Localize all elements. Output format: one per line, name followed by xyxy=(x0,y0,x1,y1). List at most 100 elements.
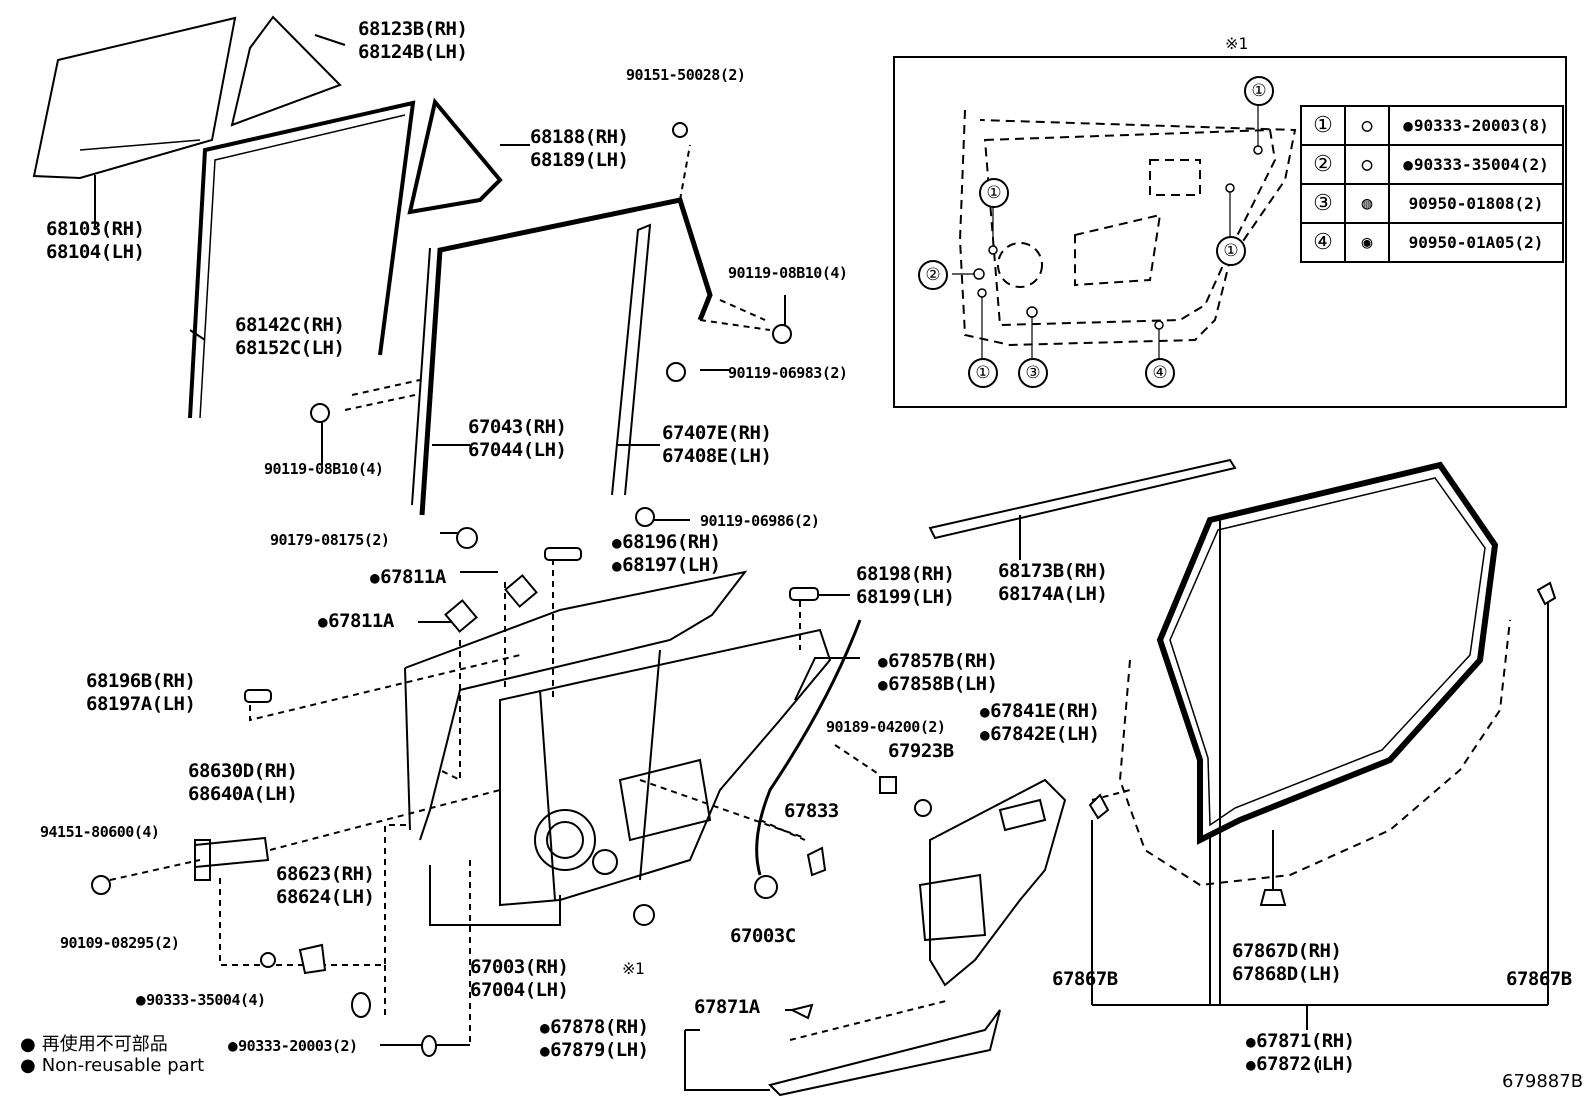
callout-67923b[interactable]: 67923B xyxy=(888,740,954,762)
bolt-icon xyxy=(772,324,792,344)
bolt-icon xyxy=(310,403,330,423)
plug-icon xyxy=(421,1035,437,1057)
callout-90119-b[interactable]: 90119-06983(2) xyxy=(728,364,848,382)
callout-67857[interactable]: 67857B(RH) 67858B(LH) xyxy=(878,650,998,696)
callout-68142[interactable]: 68142C(RH) 68152C(LH) xyxy=(235,314,345,360)
door-weatherstrip xyxy=(1156,461,1499,845)
inset-door-outline xyxy=(958,109,1297,347)
grommet-icon xyxy=(754,875,778,899)
callout-90179[interactable]: 90179-08175(2) xyxy=(270,531,390,549)
scuff-plate-shape xyxy=(768,1009,1001,1097)
callout-68123[interactable]: 68123B(RH) 68124B(LH) xyxy=(358,18,468,64)
callout-line: 67841E(RH) xyxy=(980,700,1100,723)
diagram-id: 679887B xyxy=(1502,1071,1584,1092)
clip-icon xyxy=(1536,581,1557,606)
callout-line: 68197A(LH) xyxy=(86,693,196,715)
callout-94151[interactable]: 94151-80600(4) xyxy=(40,823,160,841)
callout-90119-a[interactable]: 90119-08B10(4) xyxy=(728,264,848,282)
grommet-icon: ◍ xyxy=(1344,183,1390,224)
callout-line: 68624(LH) xyxy=(276,886,375,908)
callout-68173[interactable]: 68173B(RH) 68174A(LH) xyxy=(998,560,1108,606)
inset-hole-label: ① xyxy=(1244,76,1274,106)
screw-icon xyxy=(914,799,932,817)
callout-67833[interactable]: 67833 xyxy=(784,800,839,822)
callout-line: 67044(LH) xyxy=(468,439,567,461)
callout-line: 68630D(RH) xyxy=(188,760,298,782)
callout-line: 68199(LH) xyxy=(856,586,955,608)
callout-line: 67871(RH) xyxy=(1246,1030,1355,1053)
quarter-frame-shape xyxy=(407,97,503,215)
callout-67871[interactable]: 67871(RH) 67872(LH) xyxy=(1246,1030,1355,1076)
callout-line: 67868D(LH) xyxy=(1232,963,1342,985)
callout-67811a-1[interactable]: 67811A xyxy=(370,566,446,589)
inset-hole-label: ② xyxy=(918,260,948,290)
inset-hole-label: ④ xyxy=(1145,358,1175,388)
legend-number: ① xyxy=(1300,105,1346,146)
clip-icon xyxy=(1259,889,1287,906)
callout-line: 67004(LH) xyxy=(470,979,569,1001)
legend-row: ① ○ 90333-20003(8) xyxy=(1300,105,1564,146)
callout-line: 67408E(LH) xyxy=(662,445,772,467)
callout-line: 68196(RH) xyxy=(612,531,721,554)
callout-line: 68174A(LH) xyxy=(998,583,1108,605)
clip-icon xyxy=(504,574,538,608)
inset-hole-label: ① xyxy=(979,178,1009,208)
legend-number: ② xyxy=(1300,144,1346,185)
legend-part-number: 90333-20003(8) xyxy=(1388,105,1564,146)
callout-68196[interactable]: 68196(RH) 68197(LH) xyxy=(612,531,721,577)
note-nonreusable-jp: 再使用不可部品 xyxy=(20,1030,168,1056)
legend-number: ④ xyxy=(1300,222,1346,263)
callout-67867b-left[interactable]: 67867B xyxy=(1052,968,1118,990)
callout-90109[interactable]: 90109-08295(2) xyxy=(60,934,180,952)
callout-line: 68623(RH) xyxy=(276,863,375,885)
callout-67878[interactable]: 67878(RH) 67879(LH) xyxy=(540,1016,649,1062)
inset-detail-box xyxy=(893,56,1567,408)
clip-icon xyxy=(544,547,582,561)
callout-67871a[interactable]: 67871A xyxy=(694,996,760,1018)
callout-67867d[interactable]: 67867D(RH) 67868D(LH) xyxy=(1232,940,1342,986)
callout-67867b-right[interactable]: 67867B xyxy=(1506,968,1572,990)
callout-67811a-2[interactable]: 67811A xyxy=(318,610,394,633)
callout-line: 68197(LH) xyxy=(612,554,721,577)
quarter-glass-shape xyxy=(230,15,342,127)
callout-68630[interactable]: 68630D(RH) 68640A(LH) xyxy=(188,760,298,806)
callout-ref-mark[interactable]: ※1 xyxy=(622,959,645,978)
nut-icon xyxy=(91,875,111,895)
grommet-icon: ◉ xyxy=(1344,222,1390,263)
inset-hole-label: ① xyxy=(968,358,998,388)
callout-68198[interactable]: 68198(RH) 68199(LH) xyxy=(856,563,955,609)
callout-90333-b[interactable]: 90333-20003(2) xyxy=(228,1036,358,1056)
callout-line: 67858B(LH) xyxy=(878,673,998,696)
division-bar-shape xyxy=(611,223,652,496)
callout-line: 68640A(LH) xyxy=(188,783,298,805)
callout-68196b[interactable]: 68196B(RH) 68197A(LH) xyxy=(86,670,196,716)
legend-row: ④ ◉ 90950-01A05(2) xyxy=(1300,222,1564,263)
callout-67407[interactable]: 67407E(RH) 67408E(LH) xyxy=(662,422,772,468)
callout-line: 68188(RH) xyxy=(530,126,629,148)
callout-67003[interactable]: 67003(RH) 67004(LH) xyxy=(470,956,569,1002)
plug-icon: ○ xyxy=(1344,144,1390,185)
callout-67043[interactable]: 67043(RH) 67044(LH) xyxy=(468,416,567,462)
callout-line: 68142C(RH) xyxy=(235,314,345,336)
callout-90119-c[interactable]: 90119-08B10(4) xyxy=(264,460,384,478)
clip-icon xyxy=(444,599,478,633)
callout-67003c[interactable]: 67003C xyxy=(730,925,796,947)
callout-90119-d[interactable]: 90119-06986(2) xyxy=(700,512,820,530)
clip-icon xyxy=(879,776,897,794)
callout-67841[interactable]: 67841E(RH) 67842E(LH) xyxy=(980,700,1100,746)
door-trim-board xyxy=(929,778,1067,987)
callout-68188[interactable]: 68188(RH) 68189(LH) xyxy=(530,126,629,172)
callout-line: 67867D(RH) xyxy=(1232,940,1342,962)
callout-68623[interactable]: 68623(RH) 68624(LH) xyxy=(276,863,375,909)
inset-legend-table: ① ○ 90333-20003(8) ② ○ 90333-35004(2) ③ … xyxy=(1300,105,1564,263)
inset-reference-mark: ※1 xyxy=(1225,34,1249,53)
callout-90189[interactable]: 90189-04200(2) xyxy=(826,718,946,736)
callout-90151[interactable]: 90151-50028(2) xyxy=(626,66,746,84)
door-inner-panel xyxy=(499,628,832,907)
callout-68103[interactable]: 68103(RH) 68104(LH) xyxy=(46,218,145,264)
callout-90333-a[interactable]: 90333-35004(4) xyxy=(136,990,266,1010)
callout-line: 68189(LH) xyxy=(530,149,629,171)
bolt-icon xyxy=(666,362,686,382)
door-outer-panel xyxy=(404,570,748,841)
callout-line: 67043(RH) xyxy=(468,416,567,438)
